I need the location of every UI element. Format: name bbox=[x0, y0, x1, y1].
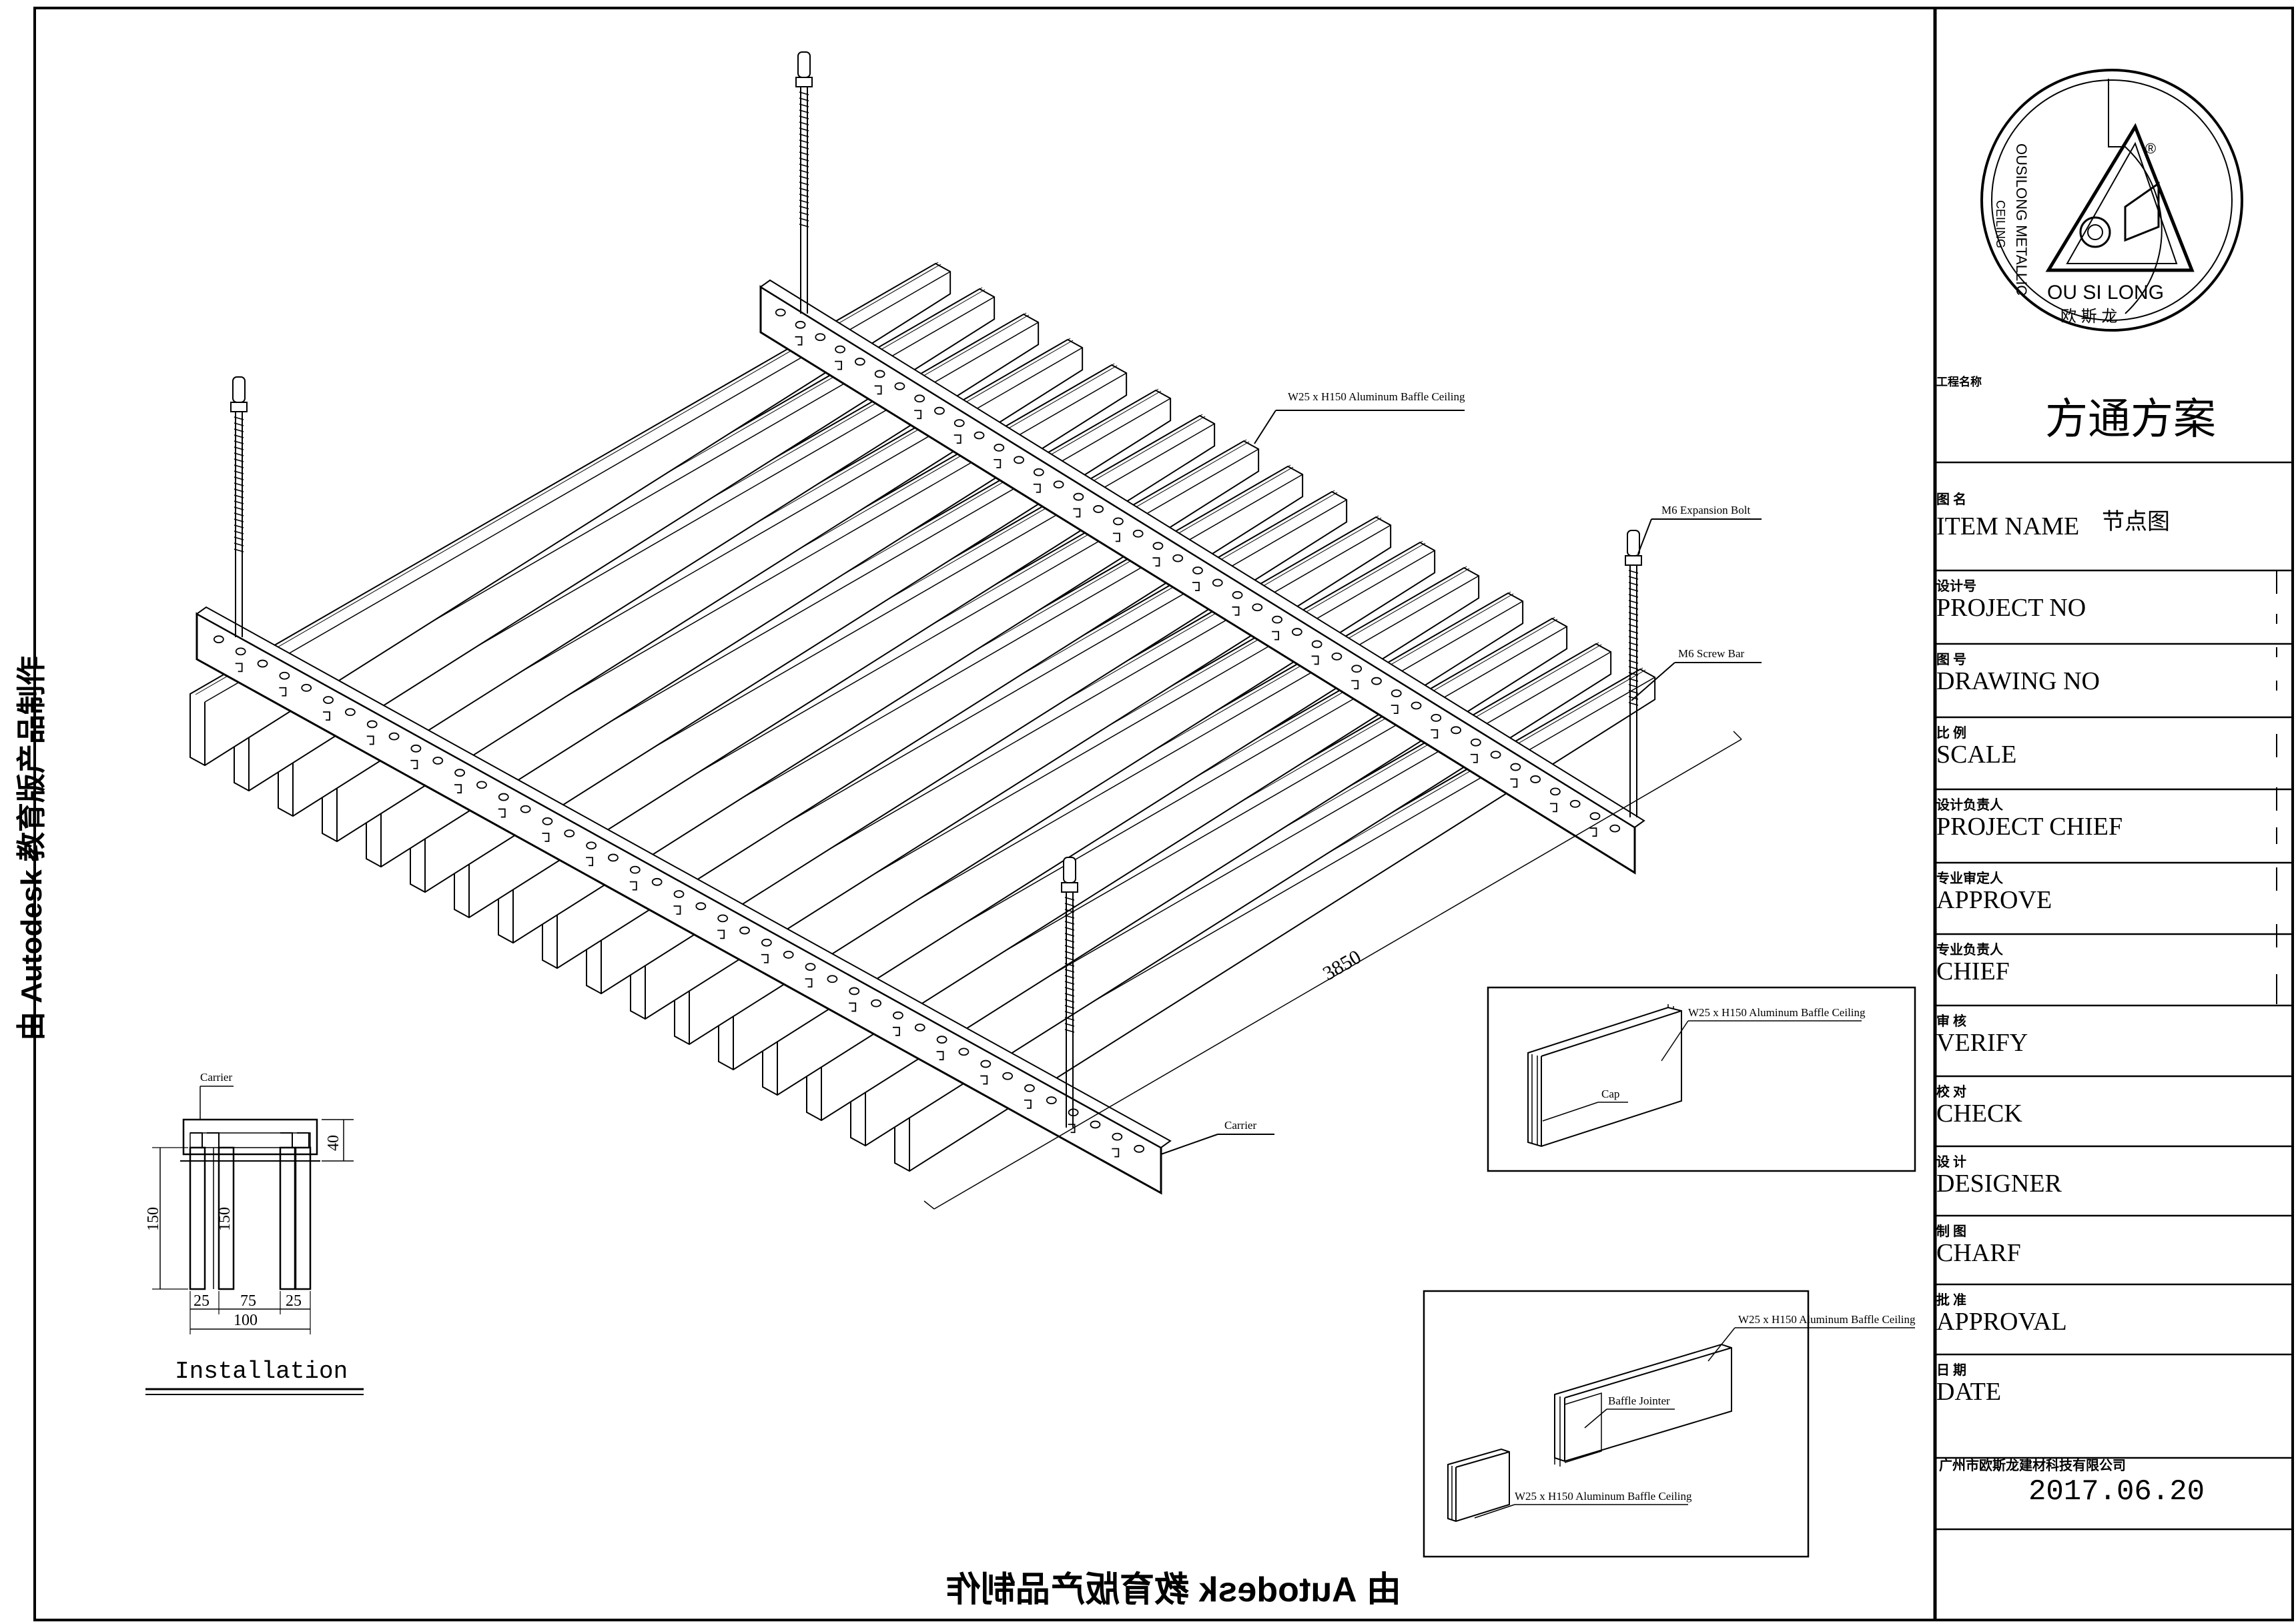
sheet-frame bbox=[33, 7, 2294, 1621]
title-row-cn-label: 专业审定人 bbox=[1936, 870, 2004, 886]
project-name-value: 方通方案 bbox=[2045, 396, 2216, 443]
hanger-rods bbox=[230, 51, 1642, 1128]
baffle-array bbox=[189, 262, 1656, 1172]
watermark-left: 由 Autodesk 教育版产品制作 bbox=[15, 656, 48, 1041]
length-dim-label: 3850 bbox=[1319, 945, 1365, 985]
detail-cap: W25 x H150 Aluminum Baffle Ceiling Cap bbox=[1487, 986, 1916, 1172]
title-row-en-label: DESIGNER bbox=[1936, 1170, 2062, 1198]
logo-brand-cn: 欧 斯 龙 bbox=[2060, 308, 2117, 326]
dim-150-b: 150 bbox=[216, 1207, 234, 1231]
logo-brand-en: OU SI LONG bbox=[2047, 282, 2164, 304]
cap-baffle-label: W25 x H150 Aluminum Baffle Ceiling bbox=[1688, 1006, 1866, 1019]
project-name-label: 工程名称 bbox=[1936, 375, 1982, 388]
title-row-en-label: ITEM NAME bbox=[1936, 512, 2079, 540]
title-row-cn-label: 图 名 bbox=[1936, 491, 1966, 507]
label-expansion-bolt: M6 Expansion Bolt bbox=[1661, 504, 1750, 516]
hanger-rod bbox=[795, 51, 813, 314]
dim-75: 75 bbox=[240, 1292, 256, 1310]
title-row-cn-label: 制 图 bbox=[1936, 1224, 1966, 1239]
title-row-en-label: PROJECT CHIEF bbox=[1936, 813, 2123, 841]
title-row-cn-label: 设计负责人 bbox=[1936, 797, 2004, 813]
dim-150-a: 150 bbox=[145, 1207, 162, 1231]
title-row-en-label: APPROVE bbox=[1936, 886, 2052, 914]
title-row-cn-label: 设 计 bbox=[1936, 1154, 1966, 1170]
title-block: ® OU SI LONG 欧 斯 龙 OUSILONG METALLIC CEI… bbox=[1935, 69, 2293, 1531]
date-value: 2017.06.20 bbox=[2028, 1475, 2205, 1509]
installation-section: Carrier 40 150 150 25 75 25 100 Installa… bbox=[145, 1071, 364, 1395]
jointer-baffle-label-lower: W25 x H150 Aluminum Baffle Ceiling bbox=[1515, 1490, 1692, 1503]
title-row-cn-label: 校 对 bbox=[1936, 1084, 1966, 1100]
title-row-en-label: CHECK bbox=[1936, 1100, 2022, 1128]
company-logo: ® OU SI LONG 欧 斯 龙 OUSILONG METALLIC CEI… bbox=[1980, 69, 2243, 332]
dim-40: 40 bbox=[325, 1135, 342, 1151]
hanger-rod bbox=[1625, 530, 1642, 817]
label-baffle-main: W25 x H150 Aluminum Baffle Ceiling bbox=[1288, 390, 1465, 403]
dim-25-a: 25 bbox=[194, 1292, 210, 1310]
carrier-channel bbox=[196, 606, 1172, 1195]
title-row-cn-label: 日 期 bbox=[1936, 1362, 1966, 1378]
title-row-cn-label: 批 准 bbox=[1936, 1292, 1966, 1308]
title-row-cn-label: 设计号 bbox=[1936, 578, 1976, 594]
jointer-baffle-label: W25 x H150 Aluminum Baffle Ceiling bbox=[1738, 1313, 1916, 1326]
title-row-en-label: SCALE bbox=[1936, 741, 2016, 769]
jointer-label: Baffle Jointer bbox=[1608, 1394, 1670, 1407]
title-row-cn-label: 审 核 bbox=[1936, 1013, 1966, 1029]
leader-screw-bar: M6 Screw Bar bbox=[1631, 647, 1762, 701]
hanger-rod bbox=[1061, 857, 1078, 1128]
title-row-cn-label: 图 号 bbox=[1936, 652, 1966, 667]
installation-title: Installation bbox=[175, 1358, 348, 1385]
watermark-bottom: 由 Autodesk 教育版产品制作 bbox=[946, 1571, 1401, 1609]
title-row-en-label: PROJECT NO bbox=[1936, 594, 2086, 622]
title-row-en-label: CHIEF bbox=[1936, 957, 2010, 985]
leader-baffle: W25 x H150 Aluminum Baffle Ceiling bbox=[1254, 390, 1465, 444]
title-row-en-label: VERIFY bbox=[1936, 1029, 2028, 1057]
title-row-en-label: APPROVAL bbox=[1936, 1308, 2067, 1336]
title-row-cn-label: 专业负责人 bbox=[1936, 941, 2004, 957]
hanger-rod bbox=[230, 376, 248, 637]
dim-100: 100 bbox=[234, 1312, 258, 1329]
title-row-value: 节点图 bbox=[2102, 509, 2170, 534]
carrier-array bbox=[196, 279, 1645, 1195]
carrier-channel bbox=[759, 279, 1645, 875]
title-row-en-label: DRAWING NO bbox=[1936, 667, 2100, 695]
logo-registered: ® bbox=[2145, 140, 2156, 157]
title-row-en-label: CHARF bbox=[1936, 1239, 2021, 1267]
detail-jointer: W25 x H150 Aluminum Baffle Ceiling Baffl… bbox=[1423, 1290, 1916, 1558]
dim-25-b: 25 bbox=[286, 1292, 302, 1310]
install-carrier-label: Carrier bbox=[200, 1071, 232, 1084]
logo-ring-text-2: CEILING bbox=[1994, 200, 2007, 248]
title-row-cn-label: 比 例 bbox=[1936, 725, 1966, 741]
cap-label: Cap bbox=[1601, 1088, 1619, 1100]
label-carrier: Carrier bbox=[1224, 1119, 1256, 1132]
title-row: 图 名 ITEM NAME 节点图 bbox=[1935, 491, 2293, 572]
logo-ring-text-1: OUSILONG METALLIC bbox=[2013, 143, 2030, 296]
company-name: 广州市欧斯龙建材科技有限公司 bbox=[1939, 1457, 2126, 1473]
title-row-en-label: DATE bbox=[1936, 1378, 2001, 1406]
leader-carrier: Carrier bbox=[1160, 1119, 1274, 1155]
leader-expansion-bolt: M6 Expansion Bolt bbox=[1637, 504, 1762, 554]
label-screw-bar: M6 Screw Bar bbox=[1678, 647, 1744, 660]
